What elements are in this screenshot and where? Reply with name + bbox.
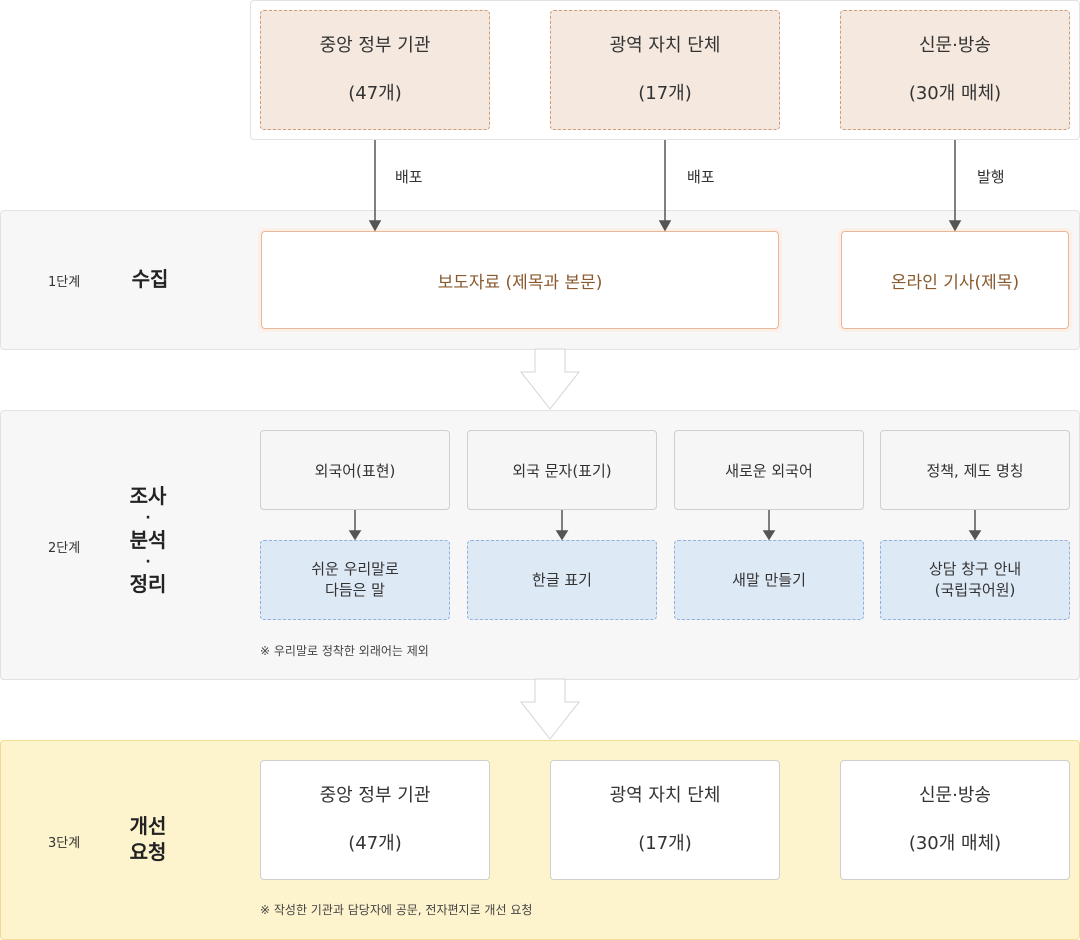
result-label: 상담 창구 안내 (국립국어원): [928, 560, 1022, 599]
target-sub: (47개): [348, 833, 402, 854]
source-arrows: [368, 140, 962, 232]
category-label: 외국 문자(표기): [512, 461, 612, 480]
arrow-head: [658, 220, 672, 232]
source-sub: (30개 매체): [908, 83, 1002, 104]
category-label: 정책, 제도 명칭: [926, 461, 1024, 480]
result-new-word: 새말 만들기: [674, 540, 864, 620]
result-label: 쉬운 우리말로 다듬은 말: [311, 560, 399, 599]
stage2-name-line: 정리: [129, 572, 167, 596]
stage3-name-line: 요청: [129, 840, 167, 864]
result-hangul-notation: 한글 표기: [467, 540, 657, 620]
result-label: 새말 만들기: [732, 570, 806, 589]
category-policy-name: 정책, 제도 명칭: [880, 430, 1070, 510]
press-release-box: 보도자료 (제목과 본문): [261, 231, 779, 329]
arrow-head: [968, 530, 982, 541]
stage3-name: 개선 요청: [118, 813, 178, 865]
arrow-head: [368, 220, 382, 232]
stage2-number: 2단계: [48, 541, 81, 556]
target-title: 중앙 정부 기관: [319, 785, 431, 806]
target-local-government: 광역 자치 단체 (17개): [550, 760, 780, 880]
stage1-number: 1단계: [48, 275, 81, 290]
stage2-name-line: ·: [145, 554, 151, 570]
arrow-head: [948, 220, 962, 232]
stage2-name-line: 분석: [129, 528, 167, 552]
target-sub: (17개): [638, 833, 692, 854]
stage-transition-arrow: [519, 678, 581, 740]
target-sub: (30개 매체): [908, 833, 1002, 854]
stage3-note: ※ 작성한 기관과 담당자에 공문, 전자편지로 개선 요청: [260, 903, 533, 917]
arrow-label-distribute: 배포: [395, 168, 423, 186]
target-title: 신문·방송: [919, 785, 991, 806]
stage2-name: 조사 · 분석 · 정리: [118, 483, 178, 597]
source-title: 중앙 정부 기관: [319, 35, 431, 56]
online-article-box: 온라인 기사(제목): [841, 231, 1069, 329]
source-sub: (17개): [638, 83, 692, 104]
online-article-label: 온라인 기사(제목): [890, 272, 1020, 293]
source-title: 광역 자치 단체: [609, 35, 721, 56]
stage3-number: 3단계: [48, 836, 81, 851]
stage1-name: 수집: [131, 267, 169, 291]
arrow-head: [348, 530, 362, 541]
stage-transition-arrow: [519, 348, 581, 410]
stage2-name-line: ·: [145, 510, 151, 526]
category-foreign-script: 외국 문자(표기): [467, 430, 657, 510]
source-title: 신문·방송: [919, 35, 991, 56]
press-release-label: 보도자료 (제목과 본문): [437, 272, 603, 293]
result-label: 한글 표기: [532, 570, 592, 589]
arrow-label-publish: 발행: [977, 168, 1005, 186]
category-label: 외국어(표현): [314, 461, 396, 480]
stage2-name-line: 조사: [129, 484, 167, 508]
source-local-government: 광역 자치 단체 (17개): [550, 10, 780, 130]
target-central-government: 중앙 정부 기관 (47개): [260, 760, 490, 880]
stage3-name-line: 개선: [129, 814, 167, 838]
target-title: 광역 자치 단체: [609, 785, 721, 806]
category-foreign-expression: 외국어(표현): [260, 430, 450, 510]
result-consult-center: 상담 창구 안내 (국립국어원): [880, 540, 1070, 620]
source-press: 신문·방송 (30개 매체): [840, 10, 1070, 130]
source-central-government: 중앙 정부 기관 (47개): [260, 10, 490, 130]
source-sub: (47개): [348, 83, 402, 104]
arrow-head: [555, 530, 569, 541]
category-arrows: [348, 510, 982, 541]
arrow-head: [762, 530, 776, 541]
stage2-note: ※ 우리말로 정착한 외래어는 제외: [260, 644, 429, 658]
category-new-foreign-word: 새로운 외국어: [674, 430, 864, 510]
arrow-label-distribute: 배포: [687, 168, 715, 186]
target-press: 신문·방송 (30개 매체): [840, 760, 1070, 880]
result-simplified-word: 쉬운 우리말로 다듬은 말: [260, 540, 450, 620]
category-label: 새로운 외국어: [725, 461, 813, 480]
